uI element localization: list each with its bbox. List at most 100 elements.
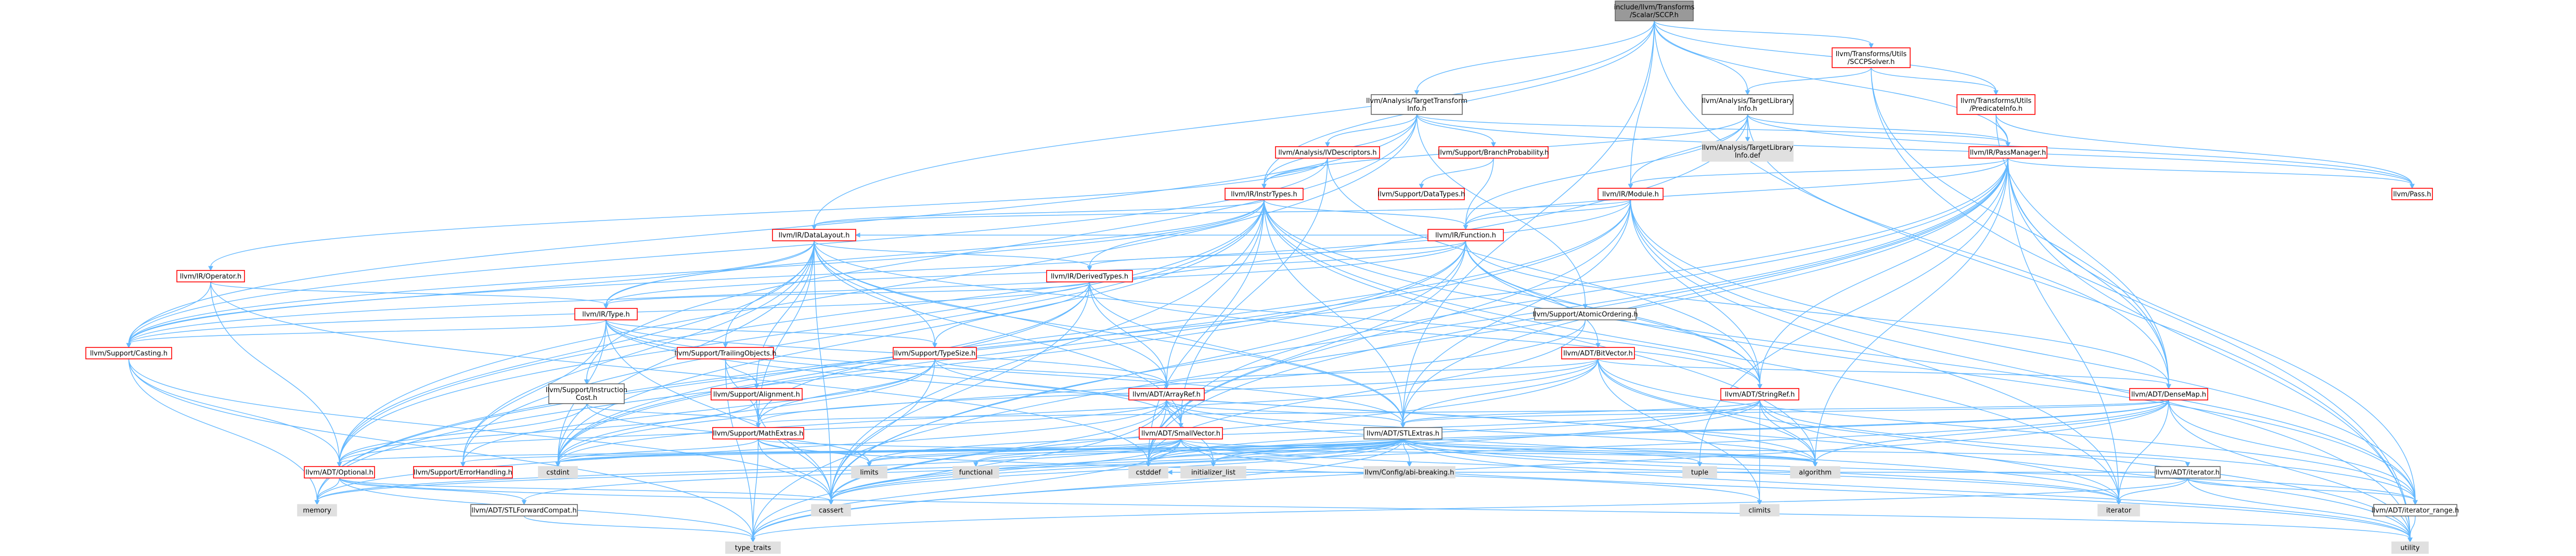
node-functional[interactable]: functional: [952, 466, 999, 479]
edge-line: [1747, 114, 2008, 144]
node-limits[interactable]: limits: [851, 466, 887, 479]
node-alignment[interactable]: llvm/Support/Alignment.h: [711, 388, 803, 400]
edge-arrowhead: [1491, 142, 1496, 148]
edge-line: [1416, 114, 2413, 185]
edge-arrowhead: [1869, 43, 1874, 49]
edge-arrowhead: [1812, 462, 1818, 468]
node-iteratorrange[interactable]: llvm/ADT/iterator_range.h: [2372, 504, 2459, 516]
node-utility[interactable]: utility: [2391, 541, 2429, 554]
node-iterator[interactable]: llvm/ADT/iterator.h: [2155, 466, 2221, 479]
edge-line: [339, 114, 1748, 463]
node-label: llvm/Support/ErrorHandling.h: [414, 469, 512, 477]
node-function[interactable]: llvm/IR/Function.h: [1427, 229, 1504, 241]
node-typesize[interactable]: llvm/Support/TypeSize.h: [893, 347, 977, 359]
node-pass[interactable]: llvm/Pass.h: [2391, 188, 2433, 200]
edge-arrowhead: [1595, 343, 1601, 348]
node-cstdint[interactable]: cstdint: [538, 466, 578, 479]
node-densemap[interactable]: llvm/ADT/DenseMap.h: [2129, 388, 2208, 400]
edge-arrowhead: [521, 500, 527, 506]
node-root[interactable]: include/llvm/Transforms/Scalar/SCCP.h: [1614, 1, 1695, 21]
edge-stringref-to-iteratorrange: [1759, 399, 2418, 506]
node-irtype[interactable]: llvm/IR/Type.h: [574, 308, 638, 320]
edge-arrowhead: [314, 500, 320, 506]
edge-line: [1180, 438, 2119, 501]
node-cassert[interactable]: cassert: [811, 504, 851, 516]
node-casting[interactable]: llvm/Support/Casting.h: [85, 347, 172, 359]
edge-arrowhead: [337, 462, 342, 468]
node-datalayout[interactable]: llvm/IR/DataLayout.h: [772, 229, 856, 241]
node-bitvector[interactable]: llvm/ADT/BitVector.h: [1561, 347, 1635, 359]
node-stringref[interactable]: llvm/ADT/StringRef.h: [1720, 388, 1799, 400]
node-arrayref[interactable]: llvm/ADT/ArrayRef.h: [1128, 388, 1205, 400]
node-cstddef[interactable]: cstddef: [1128, 466, 1168, 479]
edge-line: [1264, 199, 2119, 501]
node-ivdesc[interactable]: llvm/Analysis/IVDescriptors.h: [1275, 146, 1380, 159]
node-operator[interactable]: llvm/IR/Operator.h: [176, 270, 245, 282]
node-trailingobjects[interactable]: llvm/Support/TrailingObjects.h: [675, 347, 777, 359]
node-box: [85, 347, 172, 359]
edge-line: [1180, 158, 2008, 424]
edge-iterator-to-iteratorsys: [2116, 477, 2188, 506]
node-datatypes[interactable]: llvm/Support/DataTypes.h: [1378, 188, 1465, 200]
node-label: llvm/IR/DerivedTypes.h: [1051, 273, 1128, 281]
node-predicateinfo[interactable]: llvm/Transforms/Utils/PredicateInfo.h: [1956, 94, 2036, 115]
node-box: [2129, 388, 2208, 400]
node-initlist[interactable]: initializer_list: [1180, 466, 1246, 479]
edge-arrowhead: [2166, 384, 2171, 390]
edge-line: [1598, 358, 1760, 501]
node-label: /PredicateInfo.h: [1969, 105, 2023, 113]
node-label: cassert: [819, 507, 843, 515]
edge-arrowhead: [812, 225, 817, 230]
node-box: [413, 466, 513, 479]
edge-line: [830, 438, 1181, 501]
edge-line: [339, 114, 1418, 463]
edge-arrowhead: [1400, 423, 1406, 429]
node-typetraits[interactable]: type_traits: [725, 541, 781, 554]
edge-branchprob-to-datatypes: [1419, 158, 1494, 189]
node-passmanager[interactable]: llvm/IR/PassManager.h: [1968, 146, 2047, 159]
edge-passmanager-to-memory: [314, 158, 2008, 506]
node-errorhandling[interactable]: llvm/Support/ErrorHandling.h: [413, 466, 513, 479]
node-optional[interactable]: llvm/ADT/Optional.h: [304, 466, 375, 479]
edge-line: [830, 438, 1403, 501]
edge-arrowhead: [1414, 90, 1420, 96]
edge-line: [339, 399, 757, 463]
node-label: llvm/ADT/ArrayRef.h: [1132, 391, 1201, 399]
edge-arrowhead: [1463, 225, 1469, 230]
node-derivedtypes[interactable]: llvm/IR/DerivedTypes.h: [1046, 270, 1133, 282]
node-box: [1363, 466, 1456, 479]
node-configabi[interactable]: llvm/Config/abi-breaking.h: [1363, 466, 1456, 479]
node-box: [1139, 427, 1223, 439]
edge-arrowhead: [1167, 470, 1173, 475]
node-label: llvm/Transforms/Utils: [1961, 97, 2032, 105]
node-memory[interactable]: memory: [297, 504, 337, 516]
node-smallvector[interactable]: llvm/ADT/SmallVector.h: [1139, 427, 1223, 439]
edge-stlextras-to-errorhandling: [460, 438, 1403, 468]
node-box: [2391, 188, 2433, 200]
node-instrtypes[interactable]: llvm/IR/InstrTypes.h: [1225, 188, 1304, 200]
edge-line: [830, 199, 1265, 501]
edge-arrowhead: [723, 343, 728, 348]
edge-root-to-stlextras: [1400, 20, 1655, 429]
node-tuple[interactable]: tuple: [1682, 466, 1717, 479]
edge-line: [1630, 20, 1655, 185]
node-sccpsolver[interactable]: llvm/Transforms/Utils/SCCPSolver.h: [1832, 47, 1911, 68]
node-mathextras[interactable]: llvm/Support/MathExtras.h: [712, 427, 804, 439]
edge-line: [1148, 199, 1631, 463]
node-iteratorsys[interactable]: iterator: [2097, 504, 2140, 516]
edge-instrtypes-to-function: [1264, 199, 1469, 230]
edge-line: [1148, 319, 1586, 463]
node-module[interactable]: llvm/IR/Module.h: [1598, 188, 1664, 200]
edge-line: [557, 199, 1265, 463]
node-climits[interactable]: climits: [1740, 504, 1780, 516]
node-stlextras[interactable]: llvm/ADT/STLExtras.h: [1363, 427, 1442, 439]
node-branchprob[interactable]: llvm/Support/BranchProbability.h: [1438, 146, 1549, 159]
node-stlforward[interactable]: llvm/ADT/STLForwardCompat.h: [470, 504, 578, 516]
node-atomicordering[interactable]: llvm/Support/AtomicOrdering.h: [1532, 308, 1638, 320]
node-box: [1371, 94, 1463, 115]
node-algorithm[interactable]: algorithm: [1790, 466, 1840, 479]
